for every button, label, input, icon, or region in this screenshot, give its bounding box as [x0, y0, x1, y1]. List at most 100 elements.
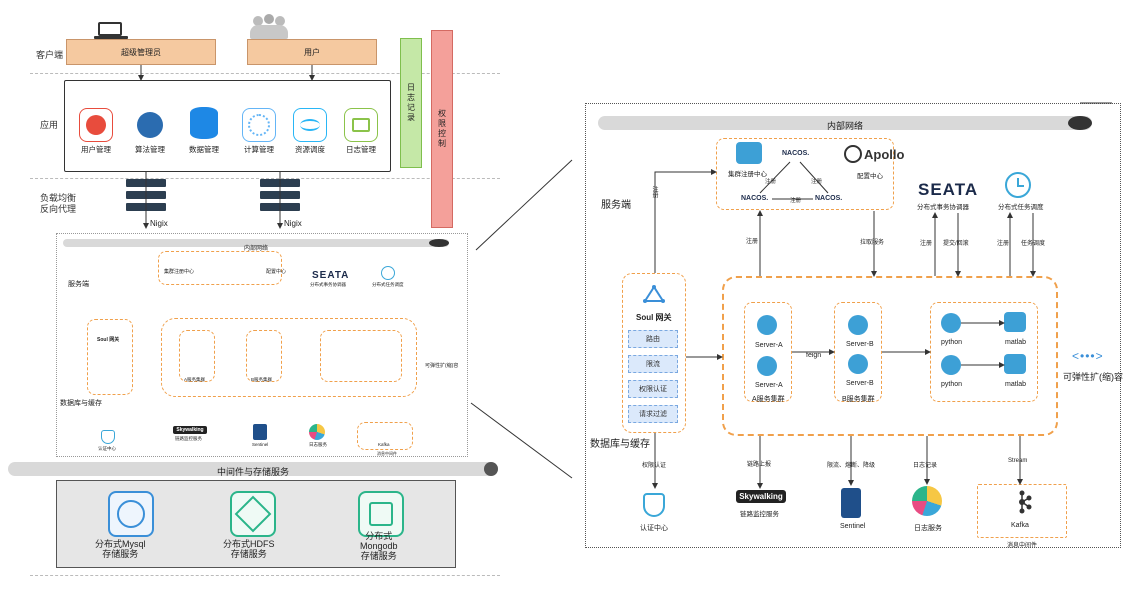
mini-log-service-label: 日志服务 — [309, 442, 327, 447]
auth-shield-icon — [643, 493, 665, 517]
a-cluster-box — [744, 302, 792, 402]
hdfs-storage-label: 分布式HDFS 存储服务 — [223, 539, 275, 559]
seata-sub-label: 分布式事务协调器 — [917, 204, 969, 211]
edge-pull-service-label: 拉取服务 — [860, 240, 885, 246]
nacos-logo-top: NACOS. — [782, 150, 810, 157]
mini-clock-icon — [381, 266, 395, 280]
mini-db-label: 数据库与缓存 — [60, 400, 102, 407]
mini-registry-box — [158, 251, 282, 285]
server-b-icon — [848, 354, 868, 374]
mini-auth-label: 认证中心 — [98, 446, 116, 451]
skywalking-sub-label: 链路监控服务 — [740, 511, 779, 518]
server-b-label: Server-B — [846, 341, 874, 348]
seata-logo: SEATA — [918, 180, 979, 199]
app-label: 日志管理 — [346, 145, 376, 154]
app-container — [64, 80, 391, 172]
mini-skywalking-sub: 链路监控服务 — [175, 436, 202, 441]
app-label: 资源调度 — [295, 145, 325, 154]
log-service-icon — [912, 486, 942, 516]
edge-log-label: 日志记录 — [913, 463, 938, 469]
server-a-label: Server-A — [755, 382, 783, 389]
gw-auth-label: 权限认证 — [639, 386, 667, 393]
server-a-label: Server-A — [755, 342, 783, 349]
mini-cluster-box — [161, 318, 417, 397]
auth-center-label: 认证中心 — [640, 525, 668, 532]
gw-route: 路由 — [628, 330, 678, 348]
b-cluster-label: B服务集群 — [842, 396, 875, 403]
mini-kafka-label: Kafka — [378, 442, 390, 447]
wave-icon — [293, 108, 327, 142]
log-record-label: 日志记录 — [406, 83, 416, 123]
mini-b-cluster-label: B服务集群 — [251, 377, 273, 382]
matlab-label: matlab — [1005, 339, 1027, 346]
soul-gateway-icon — [643, 285, 665, 303]
row-separator — [30, 575, 500, 576]
mini-py-cluster — [320, 330, 402, 382]
user-mgmt-icon — [79, 108, 113, 142]
gw-filter-label: 请求过滤 — [639, 411, 667, 418]
laptop-icon — [94, 22, 128, 40]
nacos-register-label: 注册 — [811, 179, 823, 185]
row-label-lb: 负载均衡 反向代理 — [40, 193, 77, 214]
mini-mq-label: 消息中间件 — [377, 451, 397, 456]
mini-a-cluster-label: A服务集群 — [184, 377, 206, 382]
mini-reg-center-label: 集群注册中心 — [164, 269, 195, 275]
app-label: 算法管理 — [135, 145, 165, 154]
python-icon — [941, 355, 961, 375]
row-separator — [30, 178, 500, 179]
gw-rate-limit-label: 限流 — [646, 361, 660, 368]
edge-stream-label: Stream — [1008, 458, 1028, 464]
kafka-label: Kafka — [1011, 522, 1029, 529]
mini-inner-network-frame — [56, 233, 468, 457]
matlab-label: matlab — [1005, 381, 1027, 388]
nacos-cluster-icon — [736, 142, 762, 164]
nacos-logo-left: NACOS. — [741, 195, 769, 202]
sentinel-label: Sentinel — [840, 523, 866, 530]
apollo-icon — [844, 145, 862, 163]
server-a-icon — [757, 315, 777, 335]
server-a-icon — [757, 356, 777, 376]
config-center-label: 配置中心 — [857, 173, 883, 180]
mini-kafka-box — [357, 422, 413, 450]
edge-register-label: 注册 — [997, 241, 1010, 247]
row-label-client: 客户端 — [36, 50, 64, 60]
middleware-bar: 中间件与存储服务 — [8, 462, 498, 477]
row-label-app: 应用 — [40, 120, 59, 130]
mini-seata-logo: SEATA — [312, 270, 350, 281]
mini-b-cluster — [246, 330, 282, 382]
sentinel-icon — [841, 488, 861, 518]
mini-sentinel-label: Sentinel — [252, 442, 269, 447]
matlab-icon — [1004, 354, 1026, 374]
gw-rate-limit: 限流 — [628, 355, 678, 373]
log-icon — [344, 108, 378, 142]
python-label: python — [941, 339, 963, 346]
matlab-icon — [1004, 312, 1026, 332]
service-side-label: 服务端 — [601, 200, 631, 211]
mini-task-sub: 分布式任务调度 — [372, 282, 404, 287]
mysql-storage-icon — [108, 491, 154, 537]
server-b-icon — [848, 315, 868, 335]
mini-log-service-icon — [309, 424, 325, 440]
inner-net-label: 内部网络 — [826, 121, 863, 131]
gateway-box — [622, 273, 686, 433]
reg-center-label: 集群注册中心 — [728, 171, 767, 178]
middleware-title: 中间件与存储服务 — [216, 467, 289, 477]
feign-label: feign — [806, 352, 822, 359]
github-icon — [133, 108, 167, 142]
a-cluster-label: A服务集群 — [752, 396, 785, 403]
task-sub-label: 分布式任务调度 — [998, 204, 1044, 211]
nginx-label: Nigix — [284, 219, 302, 228]
row-separator — [30, 73, 500, 74]
edge-perm-label: 权限认证 — [642, 463, 667, 469]
mongodb-storage-label: 分布式 Mongodb 存储服务 — [360, 531, 398, 561]
skywalking-logo: Skywalking — [736, 490, 786, 503]
scale-label: 可弹性扩(缩)容 — [1063, 372, 1123, 382]
apollo-logo: Apollo — [864, 147, 905, 162]
nacos-logo-right: NACOS. — [815, 195, 843, 202]
task-clock-icon — [1005, 172, 1031, 198]
permission-control-label: 权限控制 — [437, 109, 447, 149]
python-icon — [941, 313, 961, 333]
mini-scale-label: 可弹性扩(缩)容 — [425, 363, 459, 369]
mini-sentinel-icon — [253, 424, 267, 440]
mini-a-cluster — [179, 330, 215, 382]
